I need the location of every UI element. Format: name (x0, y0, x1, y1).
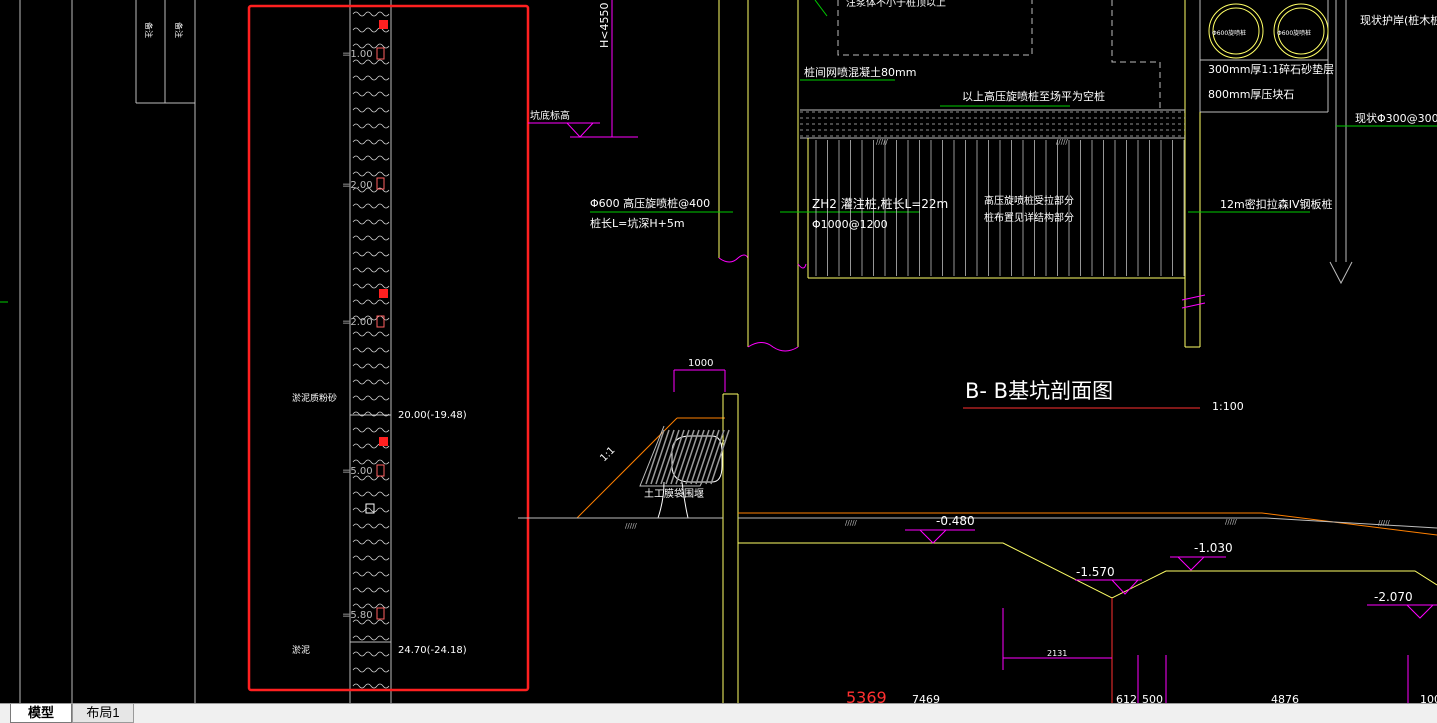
pile2-spacing-label: Φ1000@1200 (812, 218, 888, 231)
top-note: 注浆体不小于桩顶以上 (846, 0, 946, 9)
sample-marker (376, 607, 385, 620)
pile1-length-label: 桩长L=坑深H+5m (590, 216, 685, 230)
depth-label: =2.00 (342, 317, 373, 328)
svg-text://///: ///// (625, 522, 637, 530)
pile2-label: ZH2 灌注桩,桩长L=22m (812, 196, 948, 211)
top-structures (590, 0, 1437, 352)
tab-layout1[interactable]: 布局1 (72, 704, 134, 723)
table-header-2: 备注 (174, 22, 184, 38)
sample-markers (365, 20, 388, 620)
block-label: 800mm厚压块石 (1208, 88, 1294, 101)
width-dimension: 1000 (688, 358, 713, 369)
svg-text://///: ///// (845, 519, 857, 527)
section-title: B- B基坑剖面图 (965, 379, 1113, 403)
hp-note-label: 高压旋喷桩受拉部分 (984, 194, 1074, 207)
cofferdam-hatch (645, 429, 730, 485)
tab-model[interactable]: 模型 (10, 704, 72, 723)
dimension-label: 2131 (1047, 649, 1067, 658)
dimension-label: 100 (1420, 693, 1437, 703)
dimension-label: 7469 (912, 693, 940, 703)
svg-text://///: ///// (876, 138, 888, 146)
sample-marker (376, 464, 385, 477)
hp-note-label: 桩布置见详结构部分 (984, 211, 1074, 224)
pit-bottom-marker (528, 122, 600, 138)
pile-hatch-lines (800, 111, 1185, 276)
sample-marker (376, 177, 385, 190)
river-bank-label: 现状护岸(桩木桩+土 (1360, 13, 1437, 27)
h-dimension-label: H<4550 (598, 3, 611, 48)
layout-tab-bar: 模型 布局1 (0, 703, 1437, 723)
shotcrete-label: 桩间网喷混凝土80mm (804, 65, 916, 79)
left-panel-lines (19, 0, 392, 703)
sample-marker-red (379, 289, 388, 298)
elevation-label: -2.070 (1374, 590, 1413, 604)
hp-above-label: 以上高压旋喷桩至场平为空桩 (962, 89, 1105, 103)
existing-pile-label: 现状Φ300@300桩 (1355, 111, 1437, 125)
gravel-label: 300mm厚1:1碎石砂垫层 (1208, 62, 1334, 76)
depth-label: =5.80 (342, 610, 373, 621)
sample-marker (376, 315, 385, 328)
soil-wave-pattern (352, 11, 390, 689)
soil-layer-label: 淤泥质粉砂 (292, 392, 337, 404)
hatch-marks: ///// ///// ///// ///// ///// ///// (625, 138, 1390, 530)
dimension-label: 4876 (1271, 693, 1299, 703)
scale-label: 1:100 (1212, 400, 1244, 413)
sample-marker-red (379, 437, 388, 446)
dimension-label: 500 (1142, 693, 1163, 703)
elevation-label: -0.480 (936, 514, 975, 528)
depth-label: =1.00 (342, 49, 373, 60)
layer-depth-label: 24.70(-24.18) (398, 645, 467, 656)
earthwork-label: 土工膜袋围堰 (644, 487, 704, 500)
layer-depth-label: 20.00(-19.48) (398, 410, 467, 421)
elevation-markers (905, 529, 1437, 619)
svg-text://///: ///// (1056, 138, 1068, 146)
cad-canvas[interactable]: 备注 备注 =1.00 =2.00 =2.00 =5.00 =5.80 淤泥质粉… (0, 0, 1437, 703)
cofferdam (576, 369, 739, 703)
sample-marker (376, 47, 385, 60)
circle-label: Φ600旋喷桩 (1212, 29, 1246, 37)
depth-dimension (587, 0, 638, 138)
elevation-label: -1.570 (1076, 565, 1115, 579)
steel-sheet-label: 12m密扣拉森IV钢板桩 (1220, 197, 1332, 211)
slope-label: 1:1 (598, 445, 617, 464)
pile1-label: Φ600 高压旋喷桩@400 (590, 196, 710, 210)
depth-label: =2.00 (342, 180, 373, 191)
svg-text://///: ///// (1225, 518, 1237, 526)
ground-lines (518, 512, 1437, 703)
pit-bottom-label: 坑底标高 (530, 109, 570, 122)
dimension-label: 5369 (846, 688, 887, 703)
depth-label: =5.00 (342, 466, 373, 477)
dimension-label: 612 (1116, 693, 1137, 703)
sample-marker (365, 503, 375, 514)
circle-label: Φ600旋喷桩 (1277, 29, 1311, 37)
table-header-1: 备注 (144, 22, 154, 38)
sample-marker-red (379, 20, 388, 29)
selection-highlight-box[interactable] (247, 4, 530, 692)
svg-text://///: ///// (1378, 519, 1390, 527)
elevation-label: -1.030 (1194, 541, 1233, 555)
soil-layer-label: 淤泥 (292, 644, 310, 656)
